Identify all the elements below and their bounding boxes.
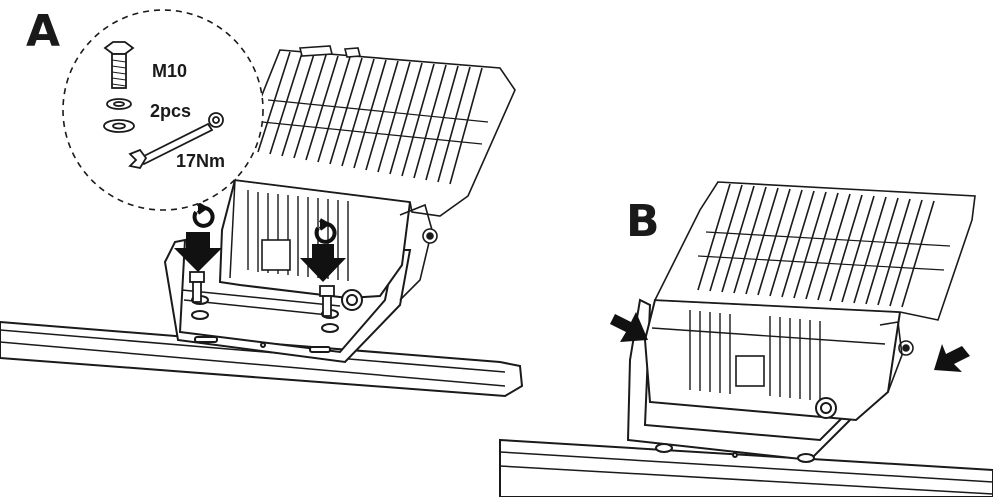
step-label-a: A <box>26 6 61 57</box>
quantity-label: 2pcs <box>150 101 192 121</box>
step-label-b: B <box>626 196 660 247</box>
cable-gland-a <box>341 289 363 311</box>
bolt-right-a <box>319 285 335 317</box>
mounting-bar-b <box>499 438 993 498</box>
push-arrow-left-icon <box>610 312 648 342</box>
down-arrow-left-icon <box>174 232 222 272</box>
down-arrow-right-icon <box>300 244 346 282</box>
wrench-icon <box>128 112 224 170</box>
mounting-bar-a <box>0 320 524 398</box>
panel-a <box>0 9 524 398</box>
bolt-icon <box>103 41 135 89</box>
housing-base-b <box>643 298 902 422</box>
heatsink-b <box>653 181 976 401</box>
lock-washer-icon <box>106 98 132 110</box>
bolt-size-label: M10 <box>152 61 188 81</box>
push-arrow-right-icon <box>934 344 970 372</box>
rotate-arrow-right-icon <box>314 218 337 244</box>
cable-gland-b <box>815 397 837 419</box>
bolt-left-a <box>189 271 205 303</box>
flat-washer-icon <box>103 119 135 133</box>
rotate-arrow-left-icon <box>192 202 215 228</box>
panel-b <box>499 181 993 498</box>
hardware-callout <box>62 9 264 211</box>
torque-label: 17Nm <box>176 151 226 171</box>
